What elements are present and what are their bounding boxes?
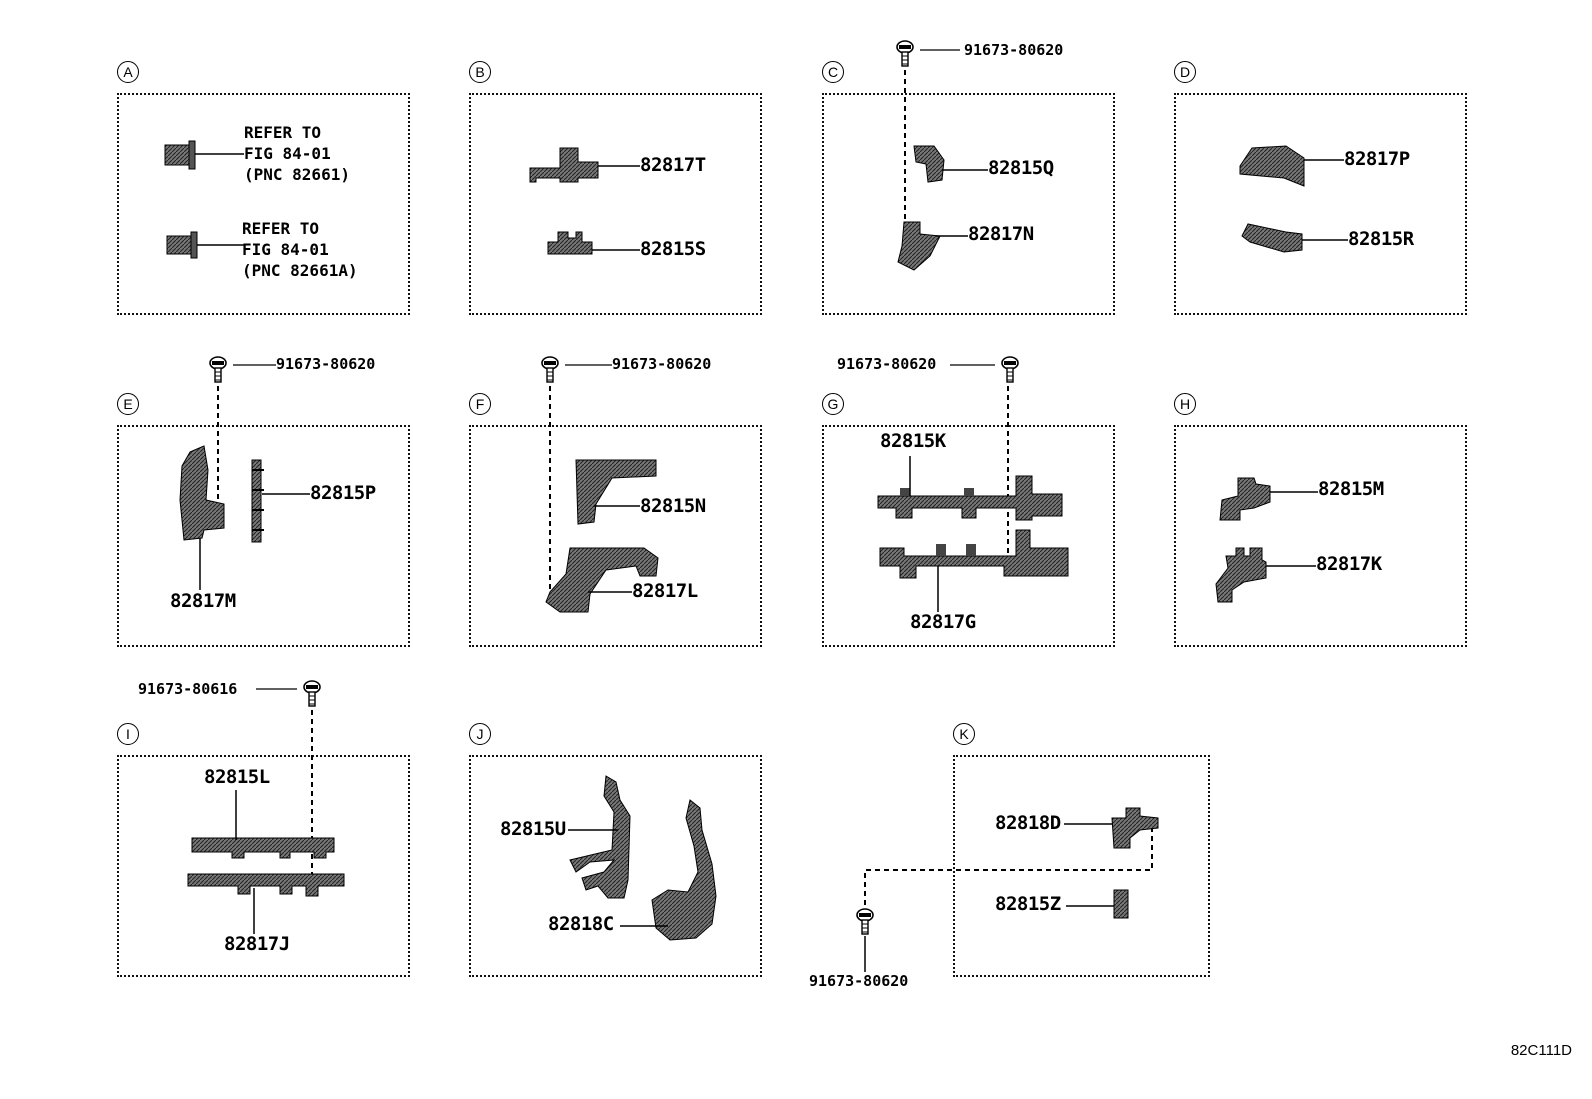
section-i-marker[interactable]: I [117,723,139,745]
part-label-82815N[interactable]: 82815N [640,495,706,517]
part-label-82815R[interactable]: 82815R [1348,228,1414,250]
bracket-part-icon [545,547,659,613]
bolt-icon [303,680,321,707]
reference-line: FIG 84-01 [244,144,331,163]
connector-part-icon [164,140,196,170]
section-c-box [822,93,1115,315]
bracket-part-icon [1215,547,1267,603]
part-label-82815L[interactable]: 82815L [204,766,270,788]
bracket-part-icon [569,775,631,899]
part-label-82818C[interactable]: 82818C [548,913,614,935]
bracket-part-icon [897,221,941,271]
section-a-box [117,93,410,315]
part-label-82817K[interactable]: 82817K [1316,553,1382,575]
section-a-marker[interactable]: A [117,61,139,83]
section-f-marker[interactable]: F [469,393,491,415]
section-h-box [1174,425,1467,647]
clamp-strip-icon [251,459,264,543]
section-i-box [117,755,410,977]
section-b-marker[interactable]: B [469,61,491,83]
bracket-part-icon [1219,477,1271,521]
bracket-part-icon [179,445,225,541]
section-k-marker[interactable]: K [953,723,975,745]
part-label-82817M[interactable]: 82817M [170,590,236,612]
reference-line: (PNC 82661A) [242,261,358,280]
reference-line: FIG 84-01 [242,240,329,259]
section-d-marker[interactable]: D [1174,61,1196,83]
bracket-part-icon [529,147,599,183]
bolt-icon [1001,356,1019,383]
reference-line: REFER TO [244,123,322,142]
bolt-label-g[interactable]: 91673-80620 [837,355,937,373]
part-label-82817T[interactable]: 82817T [640,154,706,176]
reference-note: REFER TO FIG 84-01 (PNC 82661) [244,122,350,185]
bracket-part-icon [547,231,593,255]
part-label-82818D[interactable]: 82818D [995,812,1061,834]
harness-bracket-icon [187,873,345,897]
part-label-82815S[interactable]: 82815S [640,238,706,260]
section-k-box [953,755,1210,977]
bolt-icon [209,356,227,383]
section-e-marker[interactable]: E [117,393,139,415]
bracket-part-icon [575,459,657,525]
part-label-82817P[interactable]: 82817P [1344,148,1410,170]
section-d-box [1174,93,1467,315]
part-label-82817N[interactable]: 82817N [968,223,1034,245]
bolt-icon [856,908,874,935]
section-f-box [469,425,762,647]
part-label-82815U[interactable]: 82815U [500,818,566,840]
harness-bracket-icon [877,475,1063,521]
section-g-box [822,425,1115,647]
part-label-82815K[interactable]: 82815K [880,430,946,452]
bracket-part-icon [1111,807,1159,849]
part-label-82815M[interactable]: 82815M [1318,478,1384,500]
reference-note: REFER TO FIG 84-01 (PNC 82661A) [242,218,358,281]
bolt-icon [541,356,559,383]
part-label-82817L[interactable]: 82817L [632,580,698,602]
part-label-82817G[interactable]: 82817G [910,611,976,633]
bracket-part-icon [913,145,945,183]
bolt-label-e[interactable]: 91673-80620 [276,355,376,373]
cover-part-icon [1241,223,1303,253]
clip-part-icon [1113,889,1129,919]
harness-bracket-icon [191,837,335,859]
section-j-marker[interactable]: J [469,723,491,745]
reference-line: REFER TO [242,219,320,238]
section-b-box [469,93,762,315]
bolt-label-f[interactable]: 91673-80620 [612,355,712,373]
section-h-marker[interactable]: H [1174,393,1196,415]
section-j-box [469,755,762,977]
bolt-label-c[interactable]: 91673-80620 [964,41,1064,59]
bolt-label-k[interactable]: 91673-80620 [809,972,909,990]
section-e-box [117,425,410,647]
section-g-marker[interactable]: G [822,393,844,415]
figure-code: 82C111D [1510,1042,1572,1059]
harness-bracket-icon [879,529,1069,579]
connector-part-icon [166,231,198,259]
part-label-82815P[interactable]: 82815P [310,482,376,504]
part-label-82817J[interactable]: 82817J [224,933,290,955]
cover-part-icon [1239,145,1305,187]
section-c-marker[interactable]: C [822,61,844,83]
bolt-label-i[interactable]: 91673-80616 [138,680,238,698]
part-label-82815Q[interactable]: 82815Q [988,157,1054,179]
bracket-part-icon [651,799,717,941]
part-label-82815Z[interactable]: 82815Z [995,893,1061,915]
reference-line: (PNC 82661) [244,165,350,184]
bolt-icon [896,40,914,67]
